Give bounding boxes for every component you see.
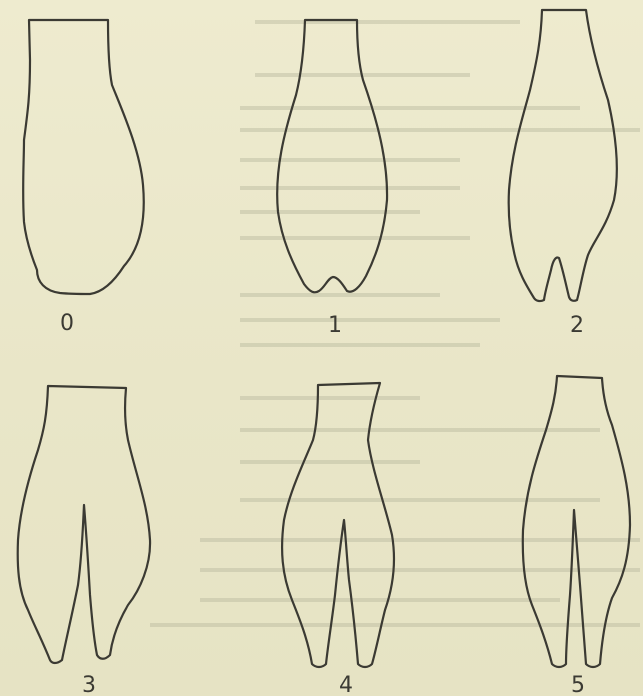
stage-0-label: 0 [60, 311, 74, 336]
paper-texture [150, 22, 640, 625]
stage-2-outline: 2 [509, 10, 617, 338]
stage-5-label: 5 [571, 673, 585, 696]
stage-3-outline: 3 [18, 386, 150, 696]
stage-5-outline: 5 [523, 376, 630, 696]
stage-0-outline: 0 [23, 20, 144, 336]
stage-4-label: 4 [339, 673, 353, 696]
stage-2-label: 2 [570, 313, 584, 338]
stage-1-label: 1 [328, 313, 342, 338]
stage-3-label: 3 [82, 673, 96, 696]
stage-1-outline: 1 [277, 20, 387, 338]
